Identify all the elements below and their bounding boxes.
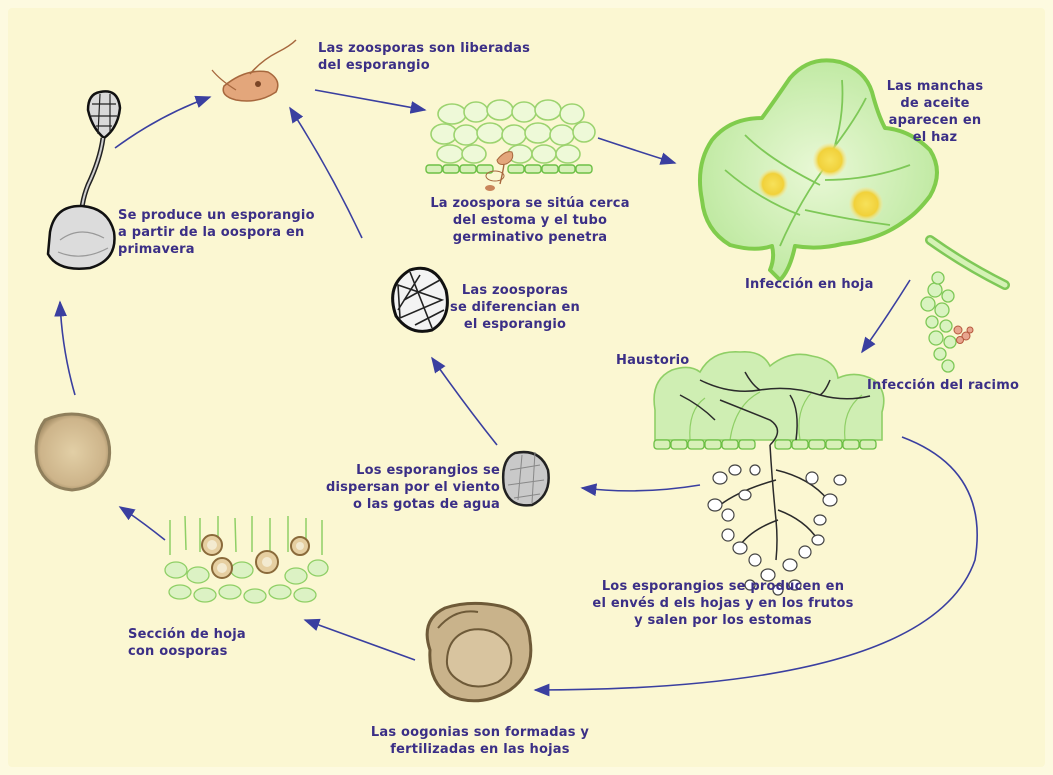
oogonia bbox=[427, 603, 531, 700]
oospore bbox=[36, 414, 110, 490]
label-oogonia: Las oogonias son formadas y fertilizadas… bbox=[360, 724, 600, 758]
leaf-section-oospores bbox=[165, 516, 328, 603]
label-sporangia-produced: Los esporangios se producen en el envés … bbox=[578, 578, 868, 629]
label-sporangia-dispersed: Los esporangios se dispersan por el vien… bbox=[320, 462, 500, 513]
arrow-sporangium-to-released bbox=[115, 97, 210, 148]
arrow-section-to-oospore bbox=[120, 507, 165, 540]
arrow-up-to-differentiate bbox=[432, 358, 497, 445]
grape-cluster bbox=[921, 240, 1005, 372]
arrow-oospore-up bbox=[60, 302, 75, 395]
dispersed-sporangium bbox=[503, 452, 549, 505]
arrow-oogonia-to-section bbox=[305, 620, 415, 660]
arrow-to-stoma bbox=[315, 90, 425, 110]
label-zoospores-released: Las zoosporas son liberadas del esporang… bbox=[318, 40, 530, 74]
released-zoospore bbox=[212, 40, 296, 101]
label-zoospore-stoma: La zoospora se sitúa cerca del estoma y … bbox=[430, 195, 630, 246]
label-zoospores-differentiate: Las zoosporas se diferencian en el espor… bbox=[440, 282, 590, 333]
label-sporangium-from-oospore: Se produce un esporangio a partir de la … bbox=[118, 207, 315, 258]
label-oil-spots: Las manchas de aceite aparecen en el haz bbox=[880, 78, 990, 146]
label-leaf-infection: Infección en hoja bbox=[745, 276, 874, 293]
label-cluster-infection: Infección del racimo bbox=[867, 377, 1019, 394]
epidermis-stoma bbox=[426, 100, 595, 191]
label-haustorium: Haustorio bbox=[616, 352, 689, 369]
haustorium-section bbox=[654, 352, 884, 595]
arrow-to-leaf bbox=[598, 138, 675, 163]
germinating-oospore bbox=[48, 91, 120, 268]
label-leaf-section: Sección de hoja con oosporas bbox=[128, 626, 246, 660]
arrow-sporangia-dispersed bbox=[582, 485, 700, 491]
